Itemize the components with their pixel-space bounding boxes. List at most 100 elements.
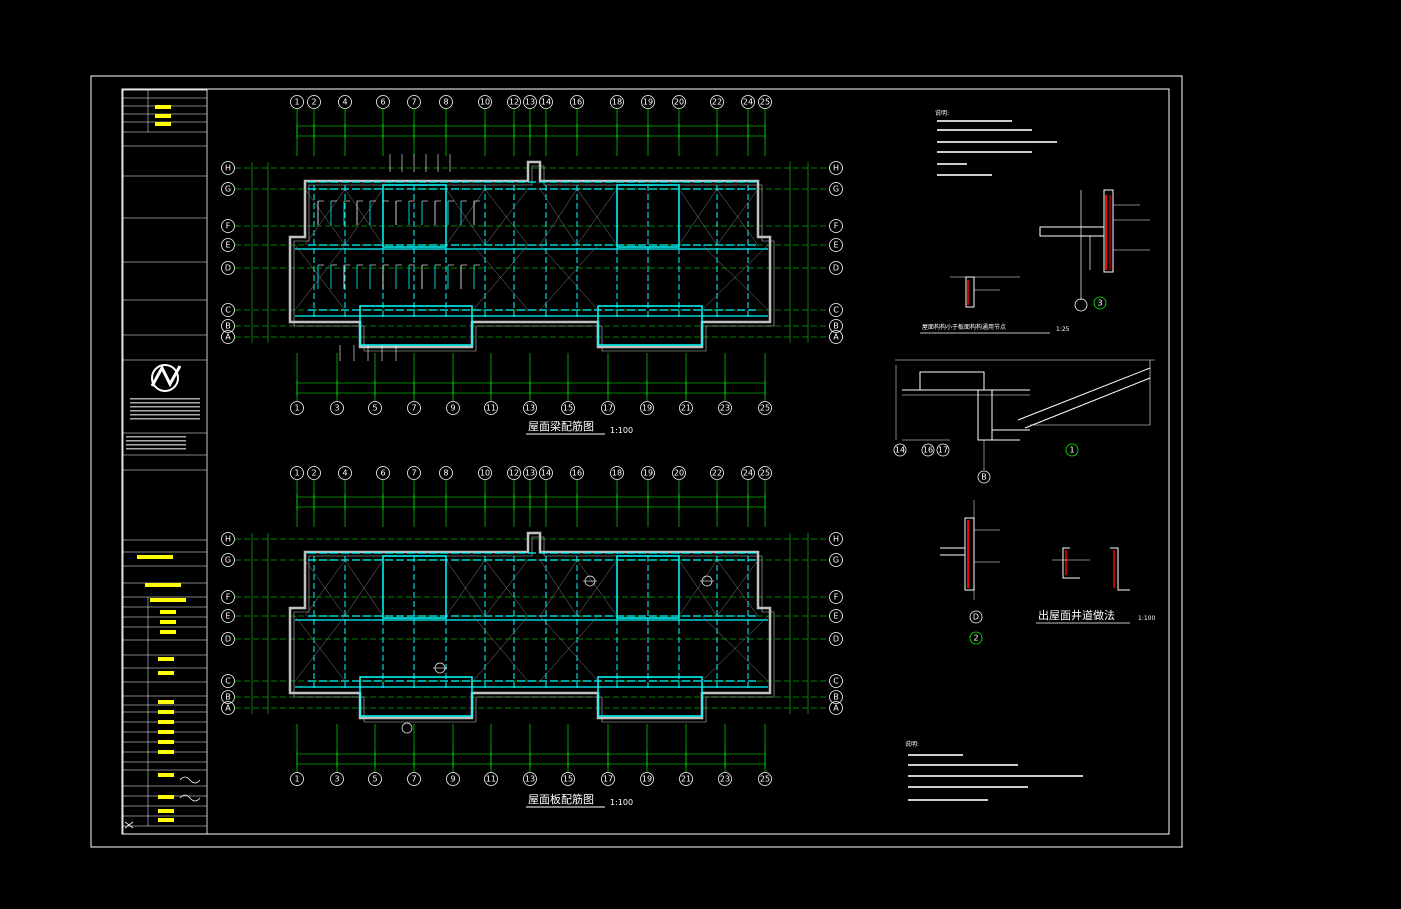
axis-right-G: G: [833, 185, 839, 194]
axis-left-D: D: [225, 635, 231, 644]
axis-bottom-7-bubble: [407, 772, 421, 786]
slab-diagonal: [304, 188, 346, 246]
axis-bottom-25: 25: [760, 775, 770, 784]
axis-bottom-13-bubble: [523, 772, 537, 786]
title-field-value: [137, 555, 173, 559]
axis-bottom-11: 11: [486, 404, 496, 413]
axis-bottom-23-bubble: [718, 772, 732, 786]
slab-diagonal: [484, 188, 529, 246]
outer-frame: [90, 75, 1183, 848]
axis-top-2: 2: [311, 98, 316, 107]
slab-diagonal: [484, 559, 529, 617]
axis-top-24: 24: [743, 469, 753, 478]
axis-left-A-bubble: [221, 701, 235, 715]
axis-left-E: E: [225, 612, 230, 621]
detail-3-parapet: 3: [1039, 189, 1150, 312]
title-block-text: [130, 398, 200, 400]
axis-bottom-21-bubble: [679, 401, 693, 415]
axis-bottom-3: 3: [334, 404, 339, 413]
slab-diagonal: [445, 188, 486, 246]
title-block-text: [130, 402, 200, 404]
slab-diagonal: [294, 244, 346, 311]
core-box: [382, 555, 447, 619]
axis-top-6: 6: [380, 469, 385, 478]
axis-bottom-3-bubble: [330, 772, 344, 786]
axis-bottom-23: 23: [720, 404, 730, 413]
axis-top-10: 10: [480, 98, 490, 107]
title-field-value: [158, 657, 174, 661]
axis-top-25: 25: [760, 469, 770, 478]
building-outline-inner: [293, 536, 775, 723]
axis-bottom-7: 7: [411, 404, 416, 413]
axis-left-C: C: [225, 677, 231, 686]
axis-left-B: B: [225, 693, 231, 702]
axis-right-G-bubble: [829, 553, 843, 567]
axis-left-G-bubble: [221, 553, 235, 567]
axis-right-D: D: [833, 635, 839, 644]
axis-right-F-bubble: [829, 590, 843, 604]
axis-bottom-19-bubble: [640, 772, 654, 786]
axis-bottom-7-bubble: [407, 401, 421, 415]
axis-left-H: H: [225, 535, 231, 544]
rebar-symbol: [401, 722, 413, 734]
axis-top-4: 4: [342, 469, 347, 478]
axis-right-C: C: [833, 677, 839, 686]
axis-right-B: B: [833, 322, 839, 331]
axis-bottom-17: 17: [603, 775, 613, 784]
axis-bottom-17-bubble: [601, 772, 615, 786]
signature: [124, 821, 134, 829]
axis-top-14: 14: [541, 469, 551, 478]
signature: [179, 794, 201, 802]
title-block-border: [122, 89, 208, 835]
company-logo: [151, 364, 179, 392]
balcony-box: [359, 305, 473, 346]
inner-frame: [121, 88, 1170, 835]
axis-bottom-21: 21: [681, 775, 691, 784]
title-field-value: [158, 720, 174, 724]
title-field-value: [158, 671, 174, 675]
shaft-detail: [1052, 547, 1130, 591]
axis-right-D: D: [833, 264, 839, 273]
slab-diagonal: [678, 188, 718, 246]
axis-right-A: A: [833, 704, 839, 713]
title-block-text: [126, 436, 186, 438]
axis-left-E: E: [225, 241, 230, 250]
axis-left-E-bubble: [221, 238, 235, 252]
axis-top-13: 13: [525, 98, 535, 107]
slab-diagonal: [304, 559, 346, 617]
title-block-text: [126, 444, 186, 446]
axis-bottom-23-bubble: [718, 401, 732, 415]
axis-left-D-bubble: [221, 632, 235, 646]
axis-left-F: F: [226, 222, 231, 231]
axis-right-A: A: [833, 333, 839, 342]
axis-bottom-5: 5: [372, 775, 377, 784]
axis-bottom-23: 23: [720, 775, 730, 784]
title-field-value: [160, 610, 176, 614]
slab-diagonal: [472, 244, 529, 311]
title-field-value: [145, 583, 181, 587]
shaft-detail-title: 出屋面井道做法: [1038, 608, 1115, 622]
slab-diagonal: [539, 188, 578, 246]
callout-1-label: 1: [1069, 446, 1074, 455]
notes-top-lines: [937, 120, 1057, 176]
axis-right-C-bubble: [829, 303, 843, 317]
axis-bottom-5-bubble: [368, 772, 382, 786]
axis-top-12: 12: [509, 98, 519, 107]
axis-left-C: C: [225, 306, 231, 315]
slab-plan-scale: 1:100: [610, 798, 633, 807]
core-box: [616, 184, 680, 248]
section-D-label: D: [973, 613, 979, 622]
axis-left-F-bubble: [221, 590, 235, 604]
axis-bottom-21: 21: [681, 404, 691, 413]
axis-top-19: 19: [643, 469, 653, 478]
title-field-value: [155, 105, 171, 109]
axis-right-H-bubble: [829, 532, 843, 546]
axis-top-1: 1: [294, 98, 299, 107]
callout-2-label: 2: [973, 634, 978, 643]
title-field-value: [158, 795, 174, 799]
beam-plan-scale: 1:100: [610, 426, 633, 435]
axis-bottom-17-bubble: [601, 401, 615, 415]
axis-right-H-bubble: [829, 161, 843, 175]
axis-left-B-bubble: [221, 319, 235, 333]
section-16-label: 16: [923, 446, 933, 455]
